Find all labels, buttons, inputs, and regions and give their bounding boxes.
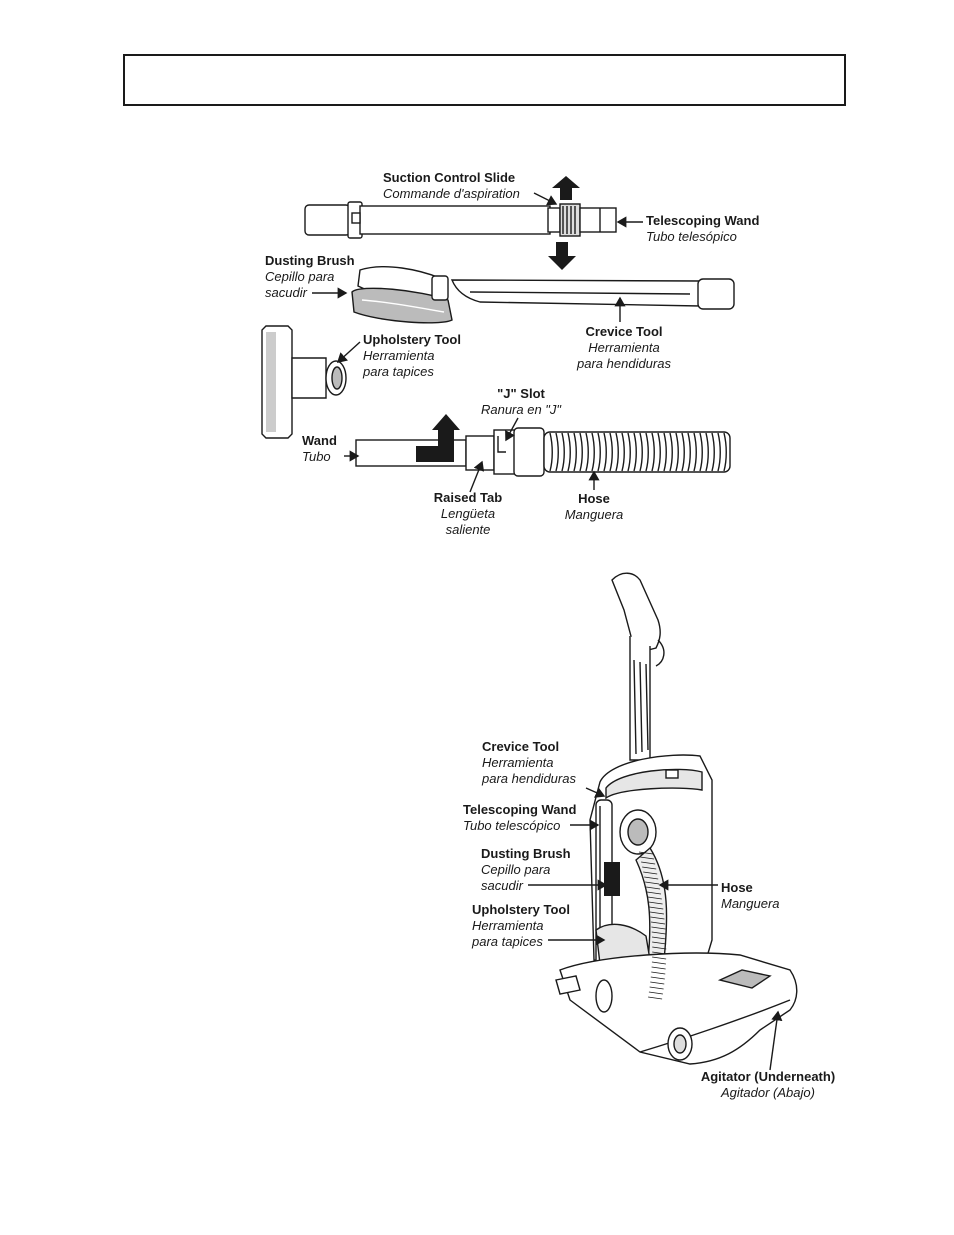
vacuum-hose-ridge bbox=[641, 861, 656, 865]
vacuum-hose-ridge bbox=[648, 996, 663, 1000]
label-storage-telescoping-wand: Telescoping Wand Tubo telescópico bbox=[463, 802, 577, 833]
hose-ridge bbox=[597, 432, 601, 472]
hose-ridge bbox=[555, 432, 559, 472]
vacuum-hose-ridge bbox=[651, 971, 666, 975]
label-j-slot: "J" Slot Ranura en "J" bbox=[480, 386, 562, 417]
vacuum-hose-ridge bbox=[646, 891, 662, 895]
crevice-tool-drawing bbox=[450, 278, 735, 310]
hose-ridge bbox=[561, 432, 565, 472]
label-suction-control: Suction Control Slide Commande d'aspirat… bbox=[383, 170, 520, 201]
hose-ridge bbox=[639, 432, 643, 472]
hose-ridge bbox=[609, 432, 613, 472]
vacuum-hose-ridge bbox=[649, 986, 664, 990]
vacuum-cleaner-drawing bbox=[555, 572, 798, 1065]
hose-ridge bbox=[699, 432, 703, 472]
hose-ridge bbox=[657, 432, 661, 472]
vacuum-hose-ridge bbox=[651, 936, 667, 940]
label-telescoping-wand: Telescoping Wand Tubo telesópico bbox=[646, 213, 760, 244]
vacuum-hose-ridge bbox=[640, 856, 655, 860]
hose-ridge bbox=[603, 432, 607, 472]
hose-ridge bbox=[615, 432, 619, 472]
label-crevice-tool: Crevice Tool Herramienta para hendiduras bbox=[577, 324, 671, 371]
vacuum-hose-ridge bbox=[649, 911, 664, 915]
label-wand: Wand Tubo bbox=[302, 433, 337, 464]
vacuum-hose-ridge bbox=[648, 991, 663, 995]
vacuum-hose-ridge bbox=[650, 921, 666, 925]
hose-ridge bbox=[627, 432, 631, 472]
hose-ridge bbox=[579, 432, 583, 472]
vacuum-hose-ridge bbox=[645, 881, 660, 885]
label-storage-hose: Hose Manguera bbox=[721, 880, 780, 911]
vacuum-hose-ridge bbox=[650, 976, 665, 980]
vacuum-hose-ridge bbox=[652, 956, 667, 960]
hose-ridge bbox=[693, 432, 697, 472]
hose-ridge bbox=[687, 432, 691, 472]
hose-ridge bbox=[669, 432, 673, 472]
hose-ridge bbox=[621, 432, 625, 472]
hose-corrugation bbox=[543, 431, 731, 473]
vacuum-hose-ridge bbox=[651, 966, 666, 970]
vacuum-hose-ridge bbox=[652, 946, 667, 950]
hose-ridge bbox=[717, 432, 721, 472]
label-hose: Hose Manguera bbox=[564, 491, 624, 522]
vacuum-hose-ridge bbox=[646, 886, 661, 890]
vacuum-hose-ridge bbox=[651, 926, 666, 930]
hose-ridge bbox=[645, 432, 649, 472]
dusting-brush-drawing bbox=[351, 265, 453, 324]
hose-ridge bbox=[651, 432, 655, 472]
hose-ridge bbox=[723, 432, 727, 472]
upholstery-tool-drawing bbox=[261, 325, 347, 439]
vacuum-hose-ridge bbox=[643, 871, 658, 875]
wand-hose-drawing bbox=[355, 414, 731, 477]
label-agitator: Agitator (Underneath) Agitador (Abajo) bbox=[700, 1069, 836, 1100]
vacuum-hose-ridge bbox=[651, 931, 666, 935]
hose-ridge bbox=[681, 432, 685, 472]
vacuum-hose-ridge bbox=[647, 896, 662, 900]
vacuum-hose-ridge bbox=[638, 851, 654, 855]
hose-ridge bbox=[567, 432, 571, 472]
vacuum-hose-ridge bbox=[651, 961, 666, 965]
label-upholstery-tool: Upholstery Tool Herramienta para tapices bbox=[363, 332, 461, 379]
hose-ridge bbox=[573, 432, 577, 472]
header-box bbox=[123, 54, 846, 106]
vacuum-hose-ridge bbox=[652, 951, 667, 955]
hose-ridge bbox=[591, 432, 595, 472]
vacuum-hose-ridge bbox=[649, 906, 664, 910]
vacuum-hose-ridge bbox=[650, 916, 665, 920]
hose-ridge bbox=[705, 432, 709, 472]
hose-ridge bbox=[663, 432, 667, 472]
vacuum-hose-ridge bbox=[648, 901, 663, 905]
hose-ridge bbox=[711, 432, 715, 472]
suction-arrows bbox=[548, 176, 580, 270]
hose-ridge bbox=[633, 432, 637, 472]
vacuum-hose-ridge bbox=[642, 866, 657, 870]
vacuum-hose-ridge bbox=[652, 941, 667, 945]
telescoping-wand-drawing bbox=[304, 201, 617, 239]
label-storage-upholstery-tool: Upholstery Tool Herramienta para tapices bbox=[472, 902, 570, 949]
hose-ridge bbox=[585, 432, 589, 472]
hose-ridge bbox=[549, 432, 553, 472]
hose-ridge bbox=[675, 432, 679, 472]
label-storage-dusting-brush: Dusting Brush Cepillo para sacudir bbox=[481, 846, 571, 893]
label-dusting-brush: Dusting Brush Cepillo para sacudir bbox=[265, 253, 355, 300]
label-storage-crevice-tool: Crevice Tool Herramienta para hendiduras bbox=[482, 739, 576, 786]
vacuum-hose-ridge bbox=[644, 876, 659, 880]
label-raised-tab: Raised Tab Lengüeta saliente bbox=[433, 490, 503, 537]
vacuum-hose-ridge bbox=[650, 981, 665, 985]
